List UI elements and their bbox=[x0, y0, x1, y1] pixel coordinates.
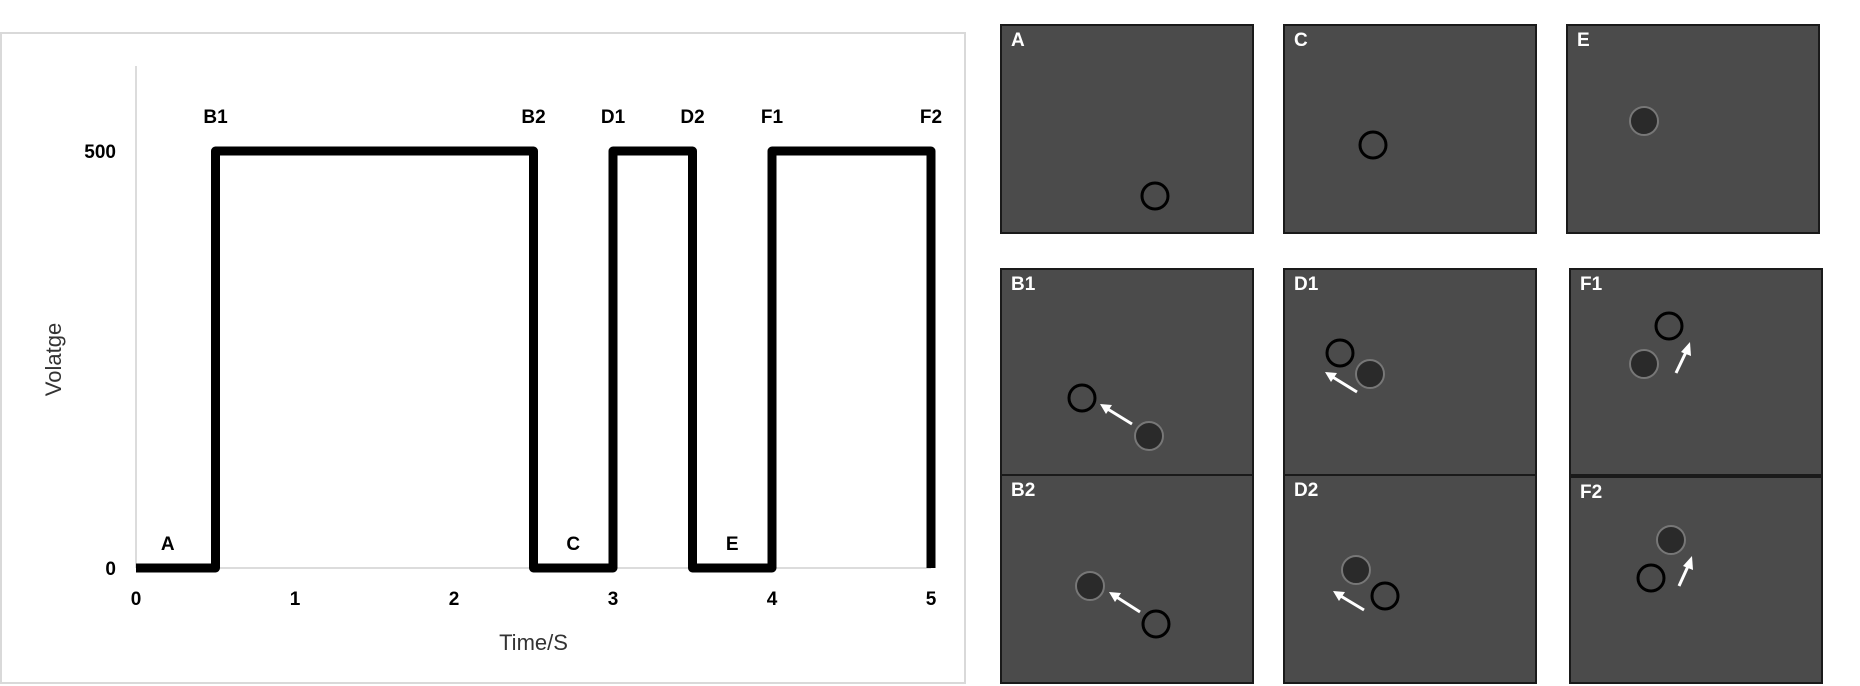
panel-label: B1 bbox=[1011, 274, 1036, 295]
phase-annotation: D2 bbox=[680, 107, 704, 128]
panel-label: E bbox=[1577, 30, 1590, 51]
panel-label: F1 bbox=[1580, 274, 1603, 295]
micrograph-d2-image bbox=[1333, 555, 1400, 612]
phase-annotation: B1 bbox=[203, 107, 228, 128]
micrograph-b2-image bbox=[1075, 571, 1171, 639]
panel-label: F2 bbox=[1580, 482, 1603, 503]
micrograph-panel-c: C bbox=[1283, 24, 1537, 234]
x-tick-label: 5 bbox=[926, 589, 937, 610]
x-tick-label: 1 bbox=[290, 589, 301, 610]
micrograph-panel-b1: B1 bbox=[1000, 268, 1254, 476]
panel-label: C bbox=[1294, 30, 1308, 51]
micrograph-a-image bbox=[1140, 181, 1170, 211]
x-tick-label: 3 bbox=[608, 589, 619, 610]
micrograph-f1-image bbox=[1629, 311, 1691, 379]
micrograph-panel-d2: D2 bbox=[1283, 474, 1537, 684]
micrograph-panel-a: A bbox=[1000, 24, 1254, 234]
panel-label: D1 bbox=[1294, 274, 1319, 295]
y-tick-label: 500 bbox=[84, 142, 116, 163]
phase-annotation: F2 bbox=[920, 107, 942, 128]
phase-annotation: E bbox=[726, 534, 739, 555]
micrograph-f2-image bbox=[1636, 525, 1693, 593]
micrograph-c-image bbox=[1358, 130, 1388, 160]
micrograph-e-image bbox=[1629, 106, 1659, 136]
micrograph-panel-f2: F2 bbox=[1569, 476, 1823, 684]
panel-label: A bbox=[1011, 30, 1025, 51]
micrograph-panel-e: E bbox=[1566, 24, 1820, 234]
micrograph-panel-f1: F1 bbox=[1569, 268, 1823, 476]
micrograph-panel-b2: B2 bbox=[1000, 474, 1254, 684]
phase-annotation: F1 bbox=[761, 107, 784, 128]
phase-annotation: A bbox=[161, 534, 175, 555]
x-tick-label: 0 bbox=[131, 589, 142, 610]
x-tick-label: 2 bbox=[449, 589, 460, 610]
y-axis-title: Volatge bbox=[41, 323, 66, 396]
micrograph-panel-d1: D1 bbox=[1283, 268, 1537, 476]
x-tick-label: 4 bbox=[767, 589, 778, 610]
panel-label: B2 bbox=[1011, 480, 1036, 501]
y-tick-label: 0 bbox=[105, 559, 116, 580]
voltage-series-line bbox=[136, 146, 936, 573]
phase-annotation: C bbox=[566, 534, 580, 555]
micrograph-b1-image bbox=[1067, 383, 1164, 451]
micrograph-d1-image bbox=[1325, 338, 1385, 394]
x-axis-title: Time/S bbox=[499, 630, 568, 655]
phase-annotation: B2 bbox=[521, 107, 545, 128]
phase-annotation: D1 bbox=[601, 107, 626, 128]
panel-label: D2 bbox=[1294, 480, 1319, 501]
